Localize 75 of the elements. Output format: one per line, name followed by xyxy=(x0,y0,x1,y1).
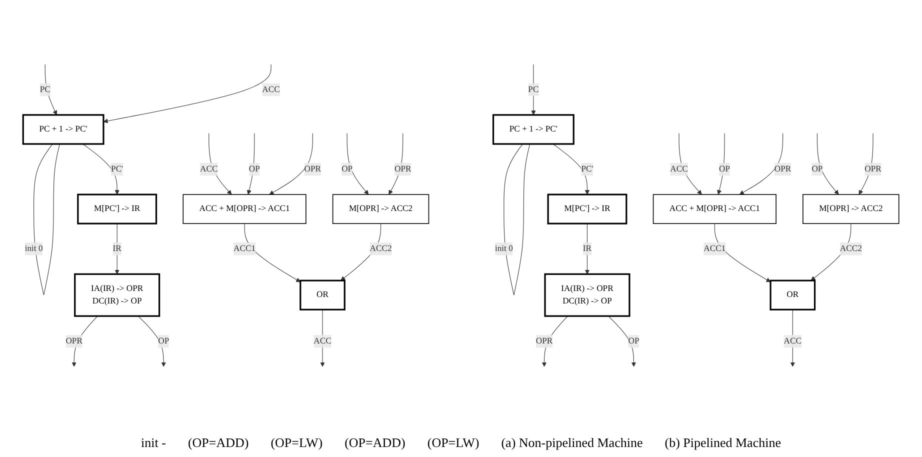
edge-label: ACC1 xyxy=(704,244,726,254)
arrow xyxy=(816,132,839,195)
note-text: (OP=LW) xyxy=(270,435,323,451)
arrow xyxy=(531,64,536,116)
edge-label: ACC xyxy=(262,84,280,94)
edge-label: OPR xyxy=(536,336,553,346)
note-text: (a) Non-pipelined Machine xyxy=(501,435,643,451)
node-box: M[PC'] -> IR xyxy=(547,194,628,224)
arrow xyxy=(138,316,166,367)
edge-label: PC' xyxy=(111,164,124,174)
edge-label: init 0 xyxy=(494,244,513,254)
edge-label: init 0 xyxy=(24,244,43,254)
arrow xyxy=(346,132,369,195)
edge-label: OP xyxy=(158,336,170,346)
node-box: ACC + M[OPR] -> ACC1 xyxy=(182,194,306,224)
arrow xyxy=(44,64,58,116)
arrow xyxy=(103,64,272,124)
arrow xyxy=(552,144,590,195)
edge-label: PC xyxy=(528,84,539,94)
node-box: IA(IR) -> OPR DC(IR) -> OP xyxy=(74,273,160,317)
arrow xyxy=(246,132,255,195)
arrow xyxy=(269,132,313,195)
node-box: PC + 1 -> PC' xyxy=(492,114,574,145)
edge-label: OP xyxy=(342,164,353,174)
edge-label: IR xyxy=(112,244,122,254)
edge-label: OPR xyxy=(394,164,412,174)
note-text: (OP=ADD) xyxy=(344,435,406,451)
edge-label: OPR xyxy=(304,164,322,174)
node-box: M[OPR] -> ACC2 xyxy=(802,194,900,224)
note-text: (OP=LW) xyxy=(427,435,480,451)
arrow xyxy=(739,132,784,195)
connector xyxy=(504,144,530,296)
node-box: ACC + M[OPR] -> ACC1 xyxy=(652,194,776,224)
arrow xyxy=(678,132,702,195)
edge-label: ACC xyxy=(784,336,802,346)
edge-label: OPR xyxy=(864,164,882,174)
edge-label: IR xyxy=(582,244,592,254)
node-box: IA(IR) -> OPR DC(IR) -> OP xyxy=(544,273,630,317)
edge-label: ACC xyxy=(670,164,688,174)
edge-label: OP xyxy=(248,164,260,174)
arrow xyxy=(790,309,796,367)
arrow xyxy=(810,223,852,281)
edge-label: PC xyxy=(40,84,50,94)
node-box: M[PC'] -> IR xyxy=(77,194,158,224)
node-box: OR xyxy=(770,280,816,310)
arrow xyxy=(714,223,771,282)
edge-label: ACC xyxy=(200,164,218,174)
edge-label: ACC xyxy=(314,336,332,346)
edge-label: ACC2 xyxy=(840,244,862,254)
arrow xyxy=(717,132,725,195)
arrow xyxy=(608,316,636,367)
arrow xyxy=(208,132,232,195)
arrow xyxy=(542,316,568,367)
node-box: OR xyxy=(300,280,346,310)
edge-label: OP xyxy=(628,336,640,346)
connector xyxy=(34,144,60,296)
arrow xyxy=(388,132,404,195)
edge-label: OPR xyxy=(66,336,82,346)
edge-label: ACC2 xyxy=(370,244,392,254)
edge-label: OP xyxy=(719,164,730,174)
node-box: PC + 1 -> PC' xyxy=(22,114,104,145)
arrow xyxy=(320,309,325,367)
arrow xyxy=(340,223,382,281)
note-text: init - xyxy=(141,435,166,451)
arrow xyxy=(244,223,301,282)
edge-label: OP xyxy=(812,164,823,174)
note-text: (OP=ADD) xyxy=(188,435,249,451)
edge-label: PC' xyxy=(581,164,594,174)
edge-label: ACC1 xyxy=(234,244,256,254)
arrow xyxy=(858,132,874,195)
arrow xyxy=(72,316,98,367)
node-box: M[OPR] -> ACC2 xyxy=(332,194,430,224)
note-text: (b) Pipelined Machine xyxy=(664,435,781,451)
edge-label: OPR xyxy=(774,164,792,174)
arrow xyxy=(82,144,120,195)
